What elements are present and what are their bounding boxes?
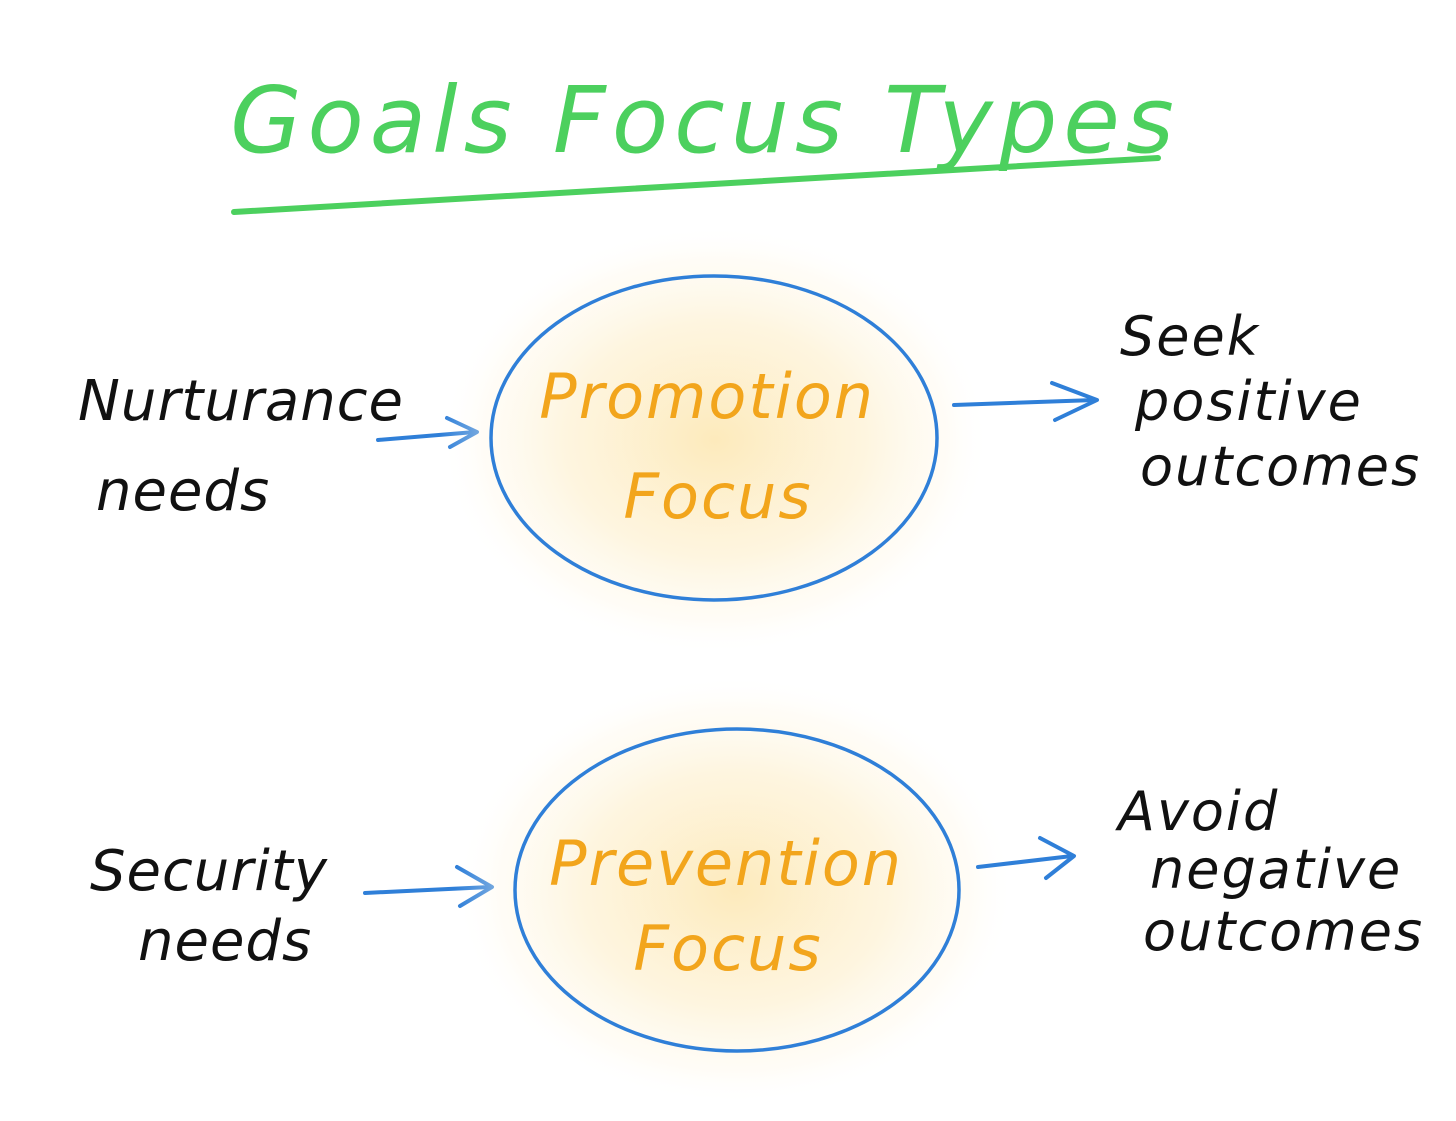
input-line: Security	[90, 839, 328, 904]
focus-line: Promotion	[539, 360, 875, 433]
arrow-shaft	[976, 854, 1074, 869]
focus-line: Focus	[633, 912, 822, 985]
input-line: needs	[96, 459, 270, 524]
outcome-line: positive	[1134, 370, 1363, 433]
outcome-label-negative: Avoid negative outcomes	[1115, 780, 1424, 963]
title-underline	[231, 155, 1161, 215]
input-line: Nurturance	[78, 369, 404, 434]
diagram-title: Goals Focus Types	[230, 67, 1180, 174]
outcome-line: Seek	[1120, 305, 1261, 368]
row-prevention: Security needs Prevention Focus Avoid ne…	[90, 675, 1424, 1105]
input-label-nurturance: Nurturance needs	[78, 369, 423, 524]
prevention-glow	[455, 675, 1015, 1105]
focus-line: Focus	[623, 460, 812, 533]
arrow-head	[1050, 381, 1099, 422]
row-promotion: Nurturance needs Promotion Focus Seek po…	[78, 225, 1421, 655]
arrow-head	[1038, 836, 1076, 880]
outcome-line: outcomes	[1140, 435, 1421, 498]
arrow-prevention-outcome	[976, 836, 1076, 880]
outcome-label-positive: Seek positive outcomes	[1120, 305, 1421, 498]
arrow-promotion-outcome	[952, 381, 1099, 422]
promotion-focus-label: Promotion Focus	[539, 360, 897, 533]
outcome-line: Avoid	[1115, 780, 1279, 843]
arrow-shaft	[952, 398, 1097, 407]
promotion-glow	[440, 225, 990, 655]
outcome-line: outcomes	[1143, 900, 1424, 963]
input-label-security: Security needs	[90, 839, 347, 974]
outcome-line: negative	[1150, 838, 1402, 901]
prevention-focus-label: Prevention Focus	[549, 827, 925, 985]
prevention-ellipse	[513, 727, 961, 1053]
focus-line: Prevention	[549, 827, 903, 900]
promotion-ellipse	[489, 274, 939, 602]
input-line: needs	[138, 909, 312, 974]
